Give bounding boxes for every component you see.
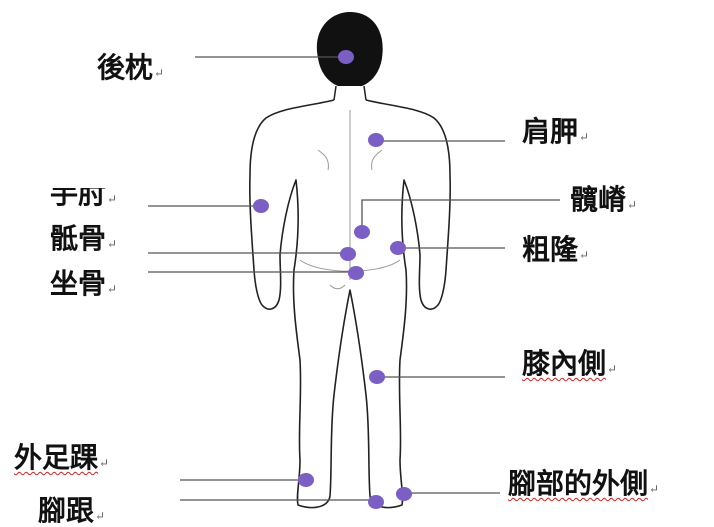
return-mark: ↵	[649, 482, 659, 496]
return-mark: ↵	[107, 192, 117, 206]
label-knee-inner: 膝內側↵	[522, 350, 617, 378]
return-mark: ↵	[579, 130, 589, 144]
label-heel: 腳跟↵	[38, 497, 105, 525]
hair	[317, 12, 383, 86]
neck	[334, 86, 366, 100]
label-occiput: 後枕↵	[97, 54, 164, 82]
label-foot-outer: 腳部的外側↵	[508, 470, 659, 498]
dot-occiput	[338, 50, 354, 64]
return-mark: ↵	[99, 456, 109, 470]
label-ankle-outer: 外足踝↵	[14, 444, 109, 472]
return-mark: ↵	[579, 248, 589, 262]
label-scapula: 肩胛↵	[522, 118, 589, 146]
dot-foot-outer	[396, 487, 412, 501]
return-mark: ↵	[627, 198, 637, 212]
return-mark: ↵	[107, 237, 117, 251]
dot-knee	[369, 370, 385, 384]
return-mark: ↵	[107, 282, 117, 296]
dot-spine	[354, 225, 370, 239]
label-spine: 髖嵴↵	[570, 186, 637, 214]
return-mark: ↵	[607, 362, 617, 376]
label-trochanter: 粗隆↵	[522, 236, 589, 264]
return-mark: ↵	[95, 509, 105, 523]
pressure-dots	[253, 50, 412, 509]
dot-scapula	[368, 133, 384, 147]
dot-ankle	[298, 473, 314, 487]
dot-ischium	[348, 266, 364, 280]
return-mark: ↵	[154, 66, 164, 80]
line-spine	[362, 200, 560, 232]
label-ischium: 坐骨↵	[50, 270, 117, 298]
dot-elbow	[253, 199, 269, 213]
dot-sacrum	[340, 247, 356, 261]
dot-heel	[368, 495, 384, 509]
label-sacrum: 骶骨↵	[50, 225, 117, 253]
dot-trochanter	[390, 241, 406, 255]
